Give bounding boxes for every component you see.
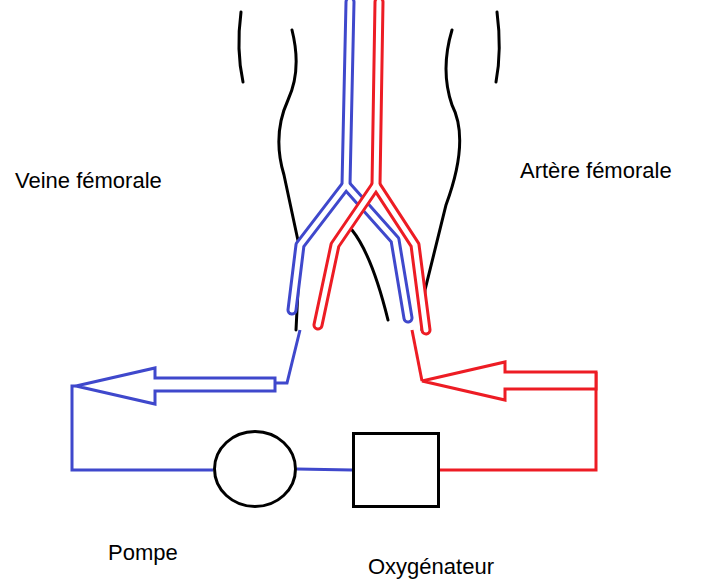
body-outline (239, 12, 499, 330)
node-caption: Oxygénateur (368, 554, 494, 580)
flow-arrow (422, 362, 596, 400)
circuit-tubing (72, 330, 596, 470)
artery-label: Artère fémorale (520, 158, 672, 184)
pump-circle: Pompe (213, 430, 297, 508)
vein-label: Veine fémorale (15, 168, 162, 194)
pump-outline (213, 430, 297, 508)
node-caption: Pompe (108, 540, 178, 566)
oxygenator-box: Oxygénateur (352, 432, 440, 508)
flow-arrow (76, 368, 275, 404)
blood-vessels (292, 2, 426, 330)
tubing-connector (297, 469, 352, 470)
